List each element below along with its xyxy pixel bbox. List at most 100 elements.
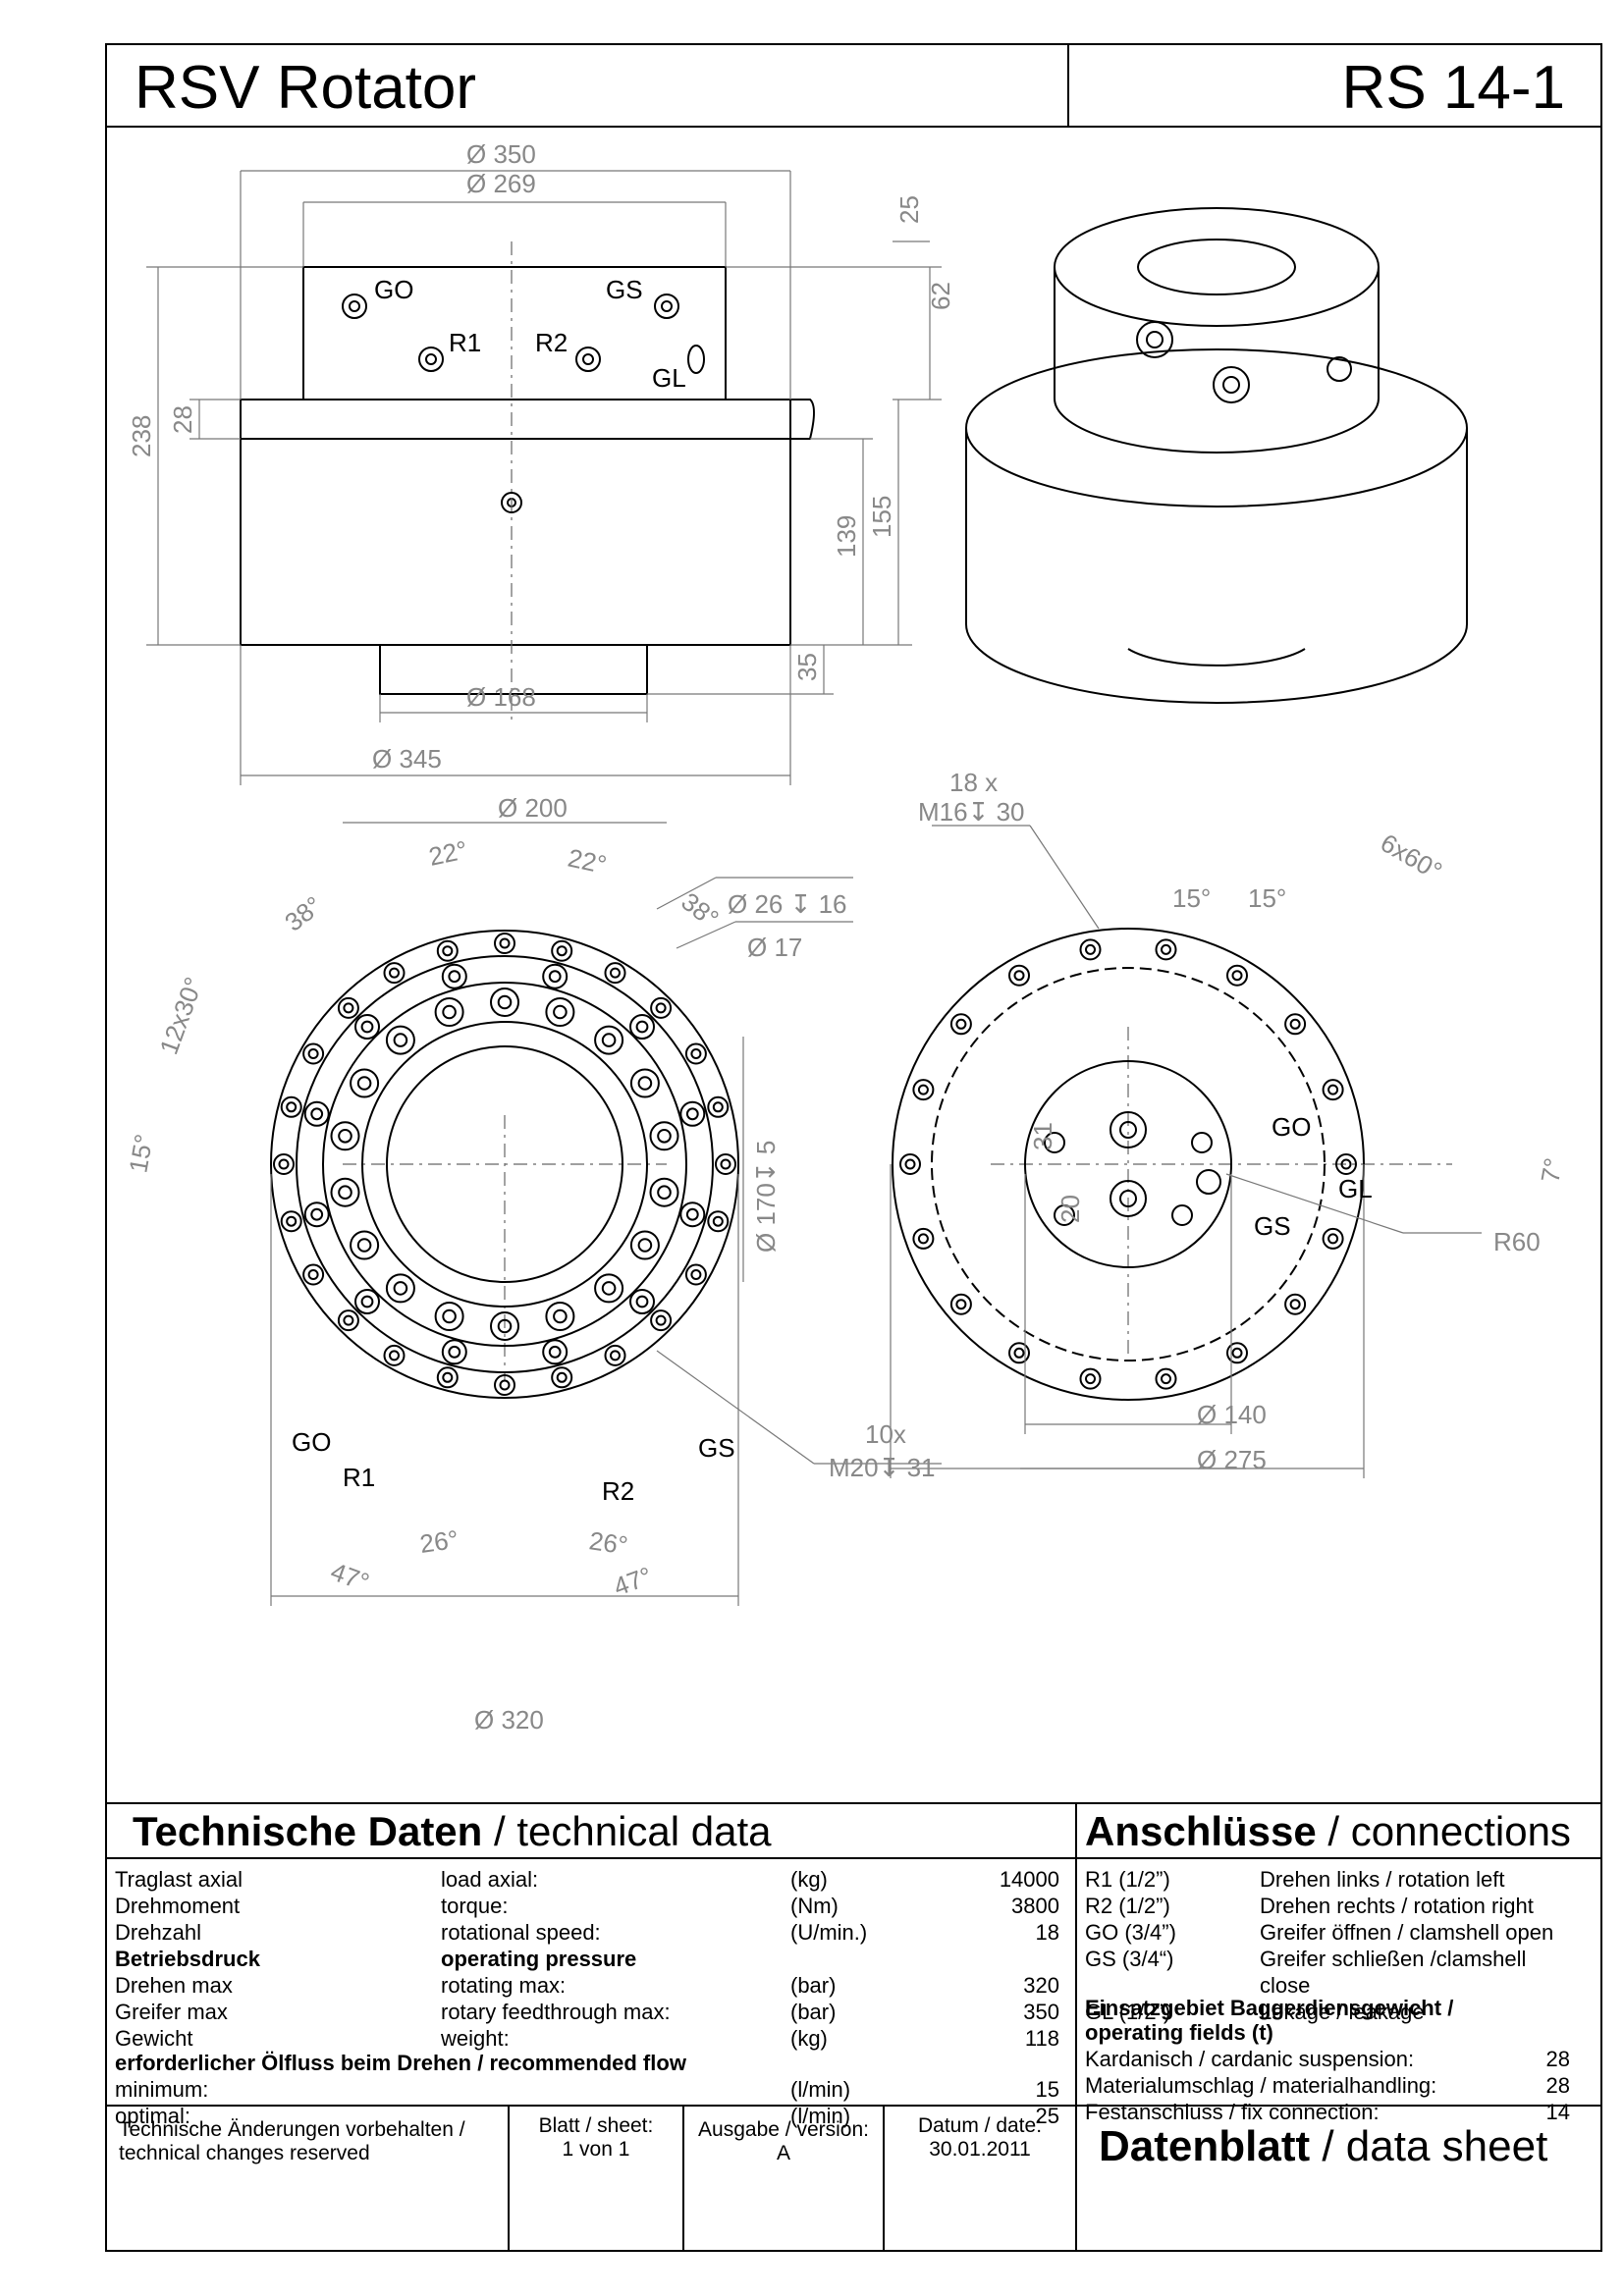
bolt-hole <box>303 1201 330 1228</box>
tech-row-value: 18 <box>1035 1920 1059 1945</box>
bolt-hole <box>604 962 626 985</box>
bolt-hole <box>1335 1153 1357 1175</box>
operating-value: 28 <box>1545 2073 1570 2098</box>
changes-notice: Technische Änderungen vorbehalten /techn… <box>119 2118 465 2164</box>
dim-a38b: 38° <box>676 886 724 934</box>
tech-row-en: torque: <box>441 1894 509 1918</box>
connection-desc: Drehen rechts / rotation right <box>1260 1894 1534 1918</box>
connection-desc: Greifer öffnen / clamshell open <box>1260 1920 1554 1945</box>
label-gs-rear: GS <box>1254 1211 1291 1241</box>
flow-row-unit: (l/min) <box>790 2104 851 2128</box>
bolt-hole <box>899 1153 921 1175</box>
bolt-hole <box>542 963 568 989</box>
dim-h31: 31 <box>1028 1122 1057 1150</box>
label-r2-side: R2 <box>535 328 568 357</box>
dim-a26b: 26° <box>587 1525 629 1560</box>
flow-row-label: minimum: <box>115 2077 209 2102</box>
tech-heading-underline <box>107 1857 1600 1859</box>
bolt-hole <box>1155 1367 1177 1390</box>
bolt-hole <box>684 1042 707 1065</box>
tech-row-de: Betriebsdruck <box>115 1947 260 1971</box>
dim-a47b: 47° <box>610 1561 656 1602</box>
bolt-hole <box>545 1302 575 1331</box>
bolt-hole <box>1155 938 1177 961</box>
bolt-hole <box>330 1177 360 1207</box>
port-go-side <box>342 294 367 319</box>
bolt-hole <box>594 1025 624 1055</box>
dim-d269: Ø 269 <box>466 169 536 198</box>
bolt-hole <box>441 963 467 989</box>
bolt-hole <box>337 996 359 1019</box>
dim-d168: Ø 168 <box>466 682 536 712</box>
connection-desc: Greifer schließen /clamshell <box>1260 1947 1527 1971</box>
bolt-hole <box>1079 938 1102 961</box>
flange-lip <box>790 399 815 440</box>
tech-row-unit: (Nm) <box>790 1894 839 1918</box>
dim-d170: Ø 170↧ 5 <box>751 1141 781 1253</box>
tech-row-unit: (kg) <box>790 1867 828 1892</box>
datasheet-label: Datenblatt / data sheet <box>1099 2122 1548 2170</box>
bolt-hole <box>280 1210 302 1233</box>
dim-h238: 238 <box>127 415 156 457</box>
bolt-hole <box>629 1014 655 1040</box>
label-r1-side: R1 <box>449 328 481 357</box>
connection-desc: Lekage / leakage <box>1260 2000 1425 2024</box>
sheet-info: Blatt / sheet:1 von 1 <box>538 2114 654 2161</box>
flow-row-value: 25 <box>1035 2104 1059 2128</box>
tech-row-de: Traglast axial <box>115 1867 244 1892</box>
bolt-hole <box>912 1079 935 1101</box>
operating-label: Materialumschlag / materialhandling: <box>1085 2073 1437 2098</box>
flow-row-value: 15 <box>1035 2077 1059 2102</box>
dim-a15: 15° <box>123 1132 158 1175</box>
bolt-hole <box>707 1210 730 1233</box>
bolt-hole <box>302 1042 325 1065</box>
port-gl-side <box>687 345 705 374</box>
bolt-hole <box>273 1153 295 1175</box>
dim-a47a: 47° <box>327 1556 373 1597</box>
tech-data-heading: Technische Daten / technical data <box>133 1808 772 1854</box>
bolt-hole <box>490 988 519 1017</box>
dim-h62: 62 <box>926 282 955 310</box>
flow-heading: erforderlicher Ölfluss beim Drehen / rec… <box>115 2051 686 2075</box>
tech-row-value: 14000 <box>999 1867 1059 1892</box>
dim-a26a: 26° <box>418 1524 460 1559</box>
side-view <box>240 266 815 695</box>
dim-h20: 20 <box>1056 1195 1085 1223</box>
label-gl-side: GL <box>652 363 686 393</box>
tech-row-value: 118 <box>1024 2026 1059 2051</box>
bolt-hole <box>545 997 575 1027</box>
label-gs-front: GS <box>698 1433 735 1463</box>
dim-a15d: 15° <box>1248 883 1286 913</box>
bolt-hole <box>436 1366 459 1389</box>
bolt-hole <box>604 1344 626 1366</box>
isometric-view <box>965 207 1468 704</box>
connection-port: GO (3/4”) <box>1085 1920 1176 1945</box>
tech-row-unit: (bar) <box>790 2000 837 2024</box>
bolt-hole <box>354 1014 380 1040</box>
tech-row-value: 3800 <box>1011 1894 1059 1918</box>
bolt-hole <box>594 1273 624 1304</box>
connections-heading: Anschlüsse / connections <box>1085 1808 1571 1854</box>
bolt-hole <box>912 1227 935 1250</box>
dim-a22a: 22° <box>426 834 470 872</box>
bolt-hole <box>436 939 459 962</box>
tech-row-unit: (bar) <box>790 1973 837 1998</box>
label-gs-side: GS <box>606 275 643 304</box>
technical-drawing: Ø 350 Ø 269 25 62 238 28 139 155 35 Ø 16… <box>123 139 1568 1735</box>
bolt-hole <box>707 1095 730 1118</box>
flow-row-label: optimal: <box>115 2104 191 2128</box>
operating-heading-2: operating fields (t) <box>1085 2020 1273 2045</box>
front-view <box>270 930 739 1399</box>
bolt-hole <box>490 1311 519 1341</box>
tech-row-unit: (kg) <box>790 2026 828 2051</box>
tech-row-en: operating pressure <box>441 1947 637 1971</box>
operating-label: Kardanisch / cardanic suspension: <box>1085 2047 1415 2071</box>
bolt-hole <box>1226 1342 1248 1364</box>
label-go-side: GO <box>374 275 413 304</box>
tech-row-de: Drehen max <box>115 1973 233 1998</box>
label-r1-front: R1 <box>343 1463 375 1492</box>
bolt-hole <box>434 1302 464 1331</box>
bolt-hole <box>350 1230 380 1260</box>
dim-a6x60: 6x60° <box>1376 828 1447 885</box>
bolt-hole <box>649 1121 679 1151</box>
